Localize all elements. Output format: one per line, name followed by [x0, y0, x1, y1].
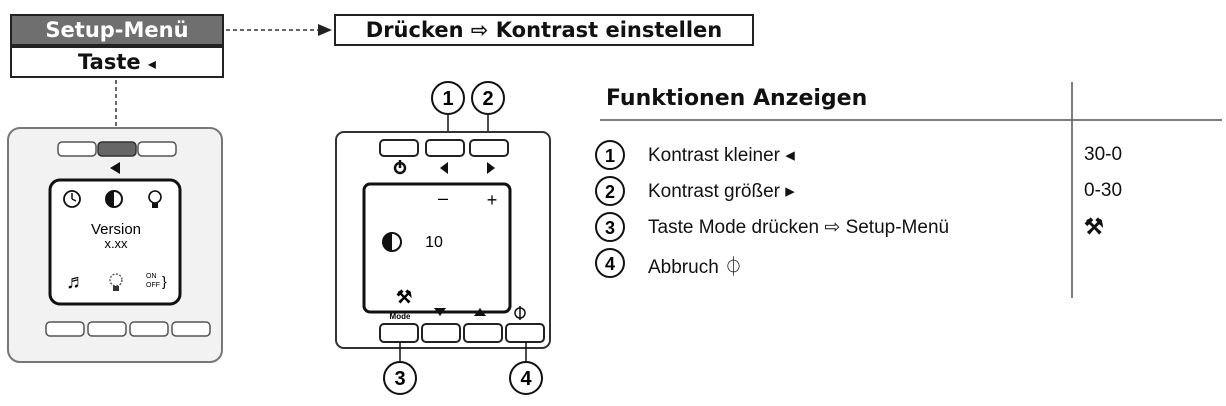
onoff-icon: ON	[146, 273, 157, 280]
top-button-2-active	[97, 141, 137, 157]
minus-sign: –	[438, 188, 448, 208]
clock-icon	[63, 190, 81, 208]
top-btn-right	[469, 139, 509, 157]
bottom-button-1	[45, 321, 85, 337]
svg-text:4: 4	[605, 254, 615, 274]
down-button	[421, 323, 461, 343]
right-triangle-icon	[487, 162, 495, 174]
svg-text:1: 1	[442, 88, 453, 110]
table-row-2-text: Kontrast größer ▸	[648, 181, 795, 202]
callout-4	[509, 361, 543, 395]
version-value: x.xx	[104, 236, 128, 251]
gear-icon	[109, 273, 123, 287]
wrench-icon: ⚒	[396, 287, 412, 307]
plus-sign: +	[487, 190, 498, 210]
mode-label: Mode	[390, 312, 411, 321]
bottom-button-2	[87, 321, 127, 337]
left-triangle-icon	[110, 162, 120, 174]
contrast-value: 10	[425, 234, 443, 251]
left-triangle-icon	[440, 162, 448, 174]
mode-button	[379, 323, 419, 343]
setup-menu-title: Setup-Menü	[10, 14, 224, 46]
action-box: Drücken ⇨ Kontrast einstellen	[334, 14, 754, 46]
top-button-1	[57, 141, 97, 157]
left-arrow-icon: ◂	[147, 54, 156, 73]
table-row-4-text: Abbruch ⏀	[648, 257, 744, 278]
svg-text:1: 1	[605, 146, 615, 166]
row-circle-3	[595, 212, 625, 242]
key-label: Taste	[78, 50, 141, 74]
bottom-button-3	[129, 321, 169, 337]
row-number-circles: 1 2 3 4	[595, 140, 625, 278]
svg-text:2: 2	[605, 182, 615, 202]
table-header: Funktionen Anzeigen	[606, 86, 868, 111]
svg-text:2: 2	[482, 88, 493, 110]
svg-text:}: }	[162, 273, 167, 289]
device-left: Version x.xx ♬ ON OFF }	[7, 127, 223, 363]
bottom-button-4	[171, 321, 211, 337]
svg-text:OFF: OFF	[146, 282, 160, 289]
table-row-3-text: Taste Mode drücken ⇨ Setup-Menü	[648, 217, 950, 238]
svg-text:3: 3	[605, 218, 615, 238]
up-button	[463, 323, 503, 343]
up-triangle-icon	[474, 308, 486, 316]
top-btn-power	[379, 139, 419, 157]
down-triangle-icon	[434, 308, 446, 316]
device-right: 1 2 – + 10 ⚒ Mode 3 4	[335, 81, 551, 395]
screen-left	[48, 178, 182, 306]
key-label-box: Taste ◂	[10, 46, 224, 78]
table-row-1-text: Kontrast kleiner ◂	[648, 145, 795, 166]
table-row-1-value: 30-0	[1084, 144, 1123, 165]
row-circle-4	[595, 248, 625, 278]
version-label: Version	[91, 221, 141, 238]
music-icon: ♬	[66, 271, 86, 293]
top-button-3	[137, 141, 177, 157]
wrench-icon: ⚒	[1084, 214, 1104, 239]
svg-text:3: 3	[394, 368, 405, 390]
top-btn-left	[425, 139, 465, 157]
table-row-2-value: 0-30	[1084, 180, 1123, 201]
callout-3	[383, 361, 417, 395]
row-circle-1	[595, 140, 625, 170]
cancel-button	[505, 323, 545, 343]
row-circle-2	[595, 176, 625, 206]
svg-text:4: 4	[520, 368, 532, 390]
